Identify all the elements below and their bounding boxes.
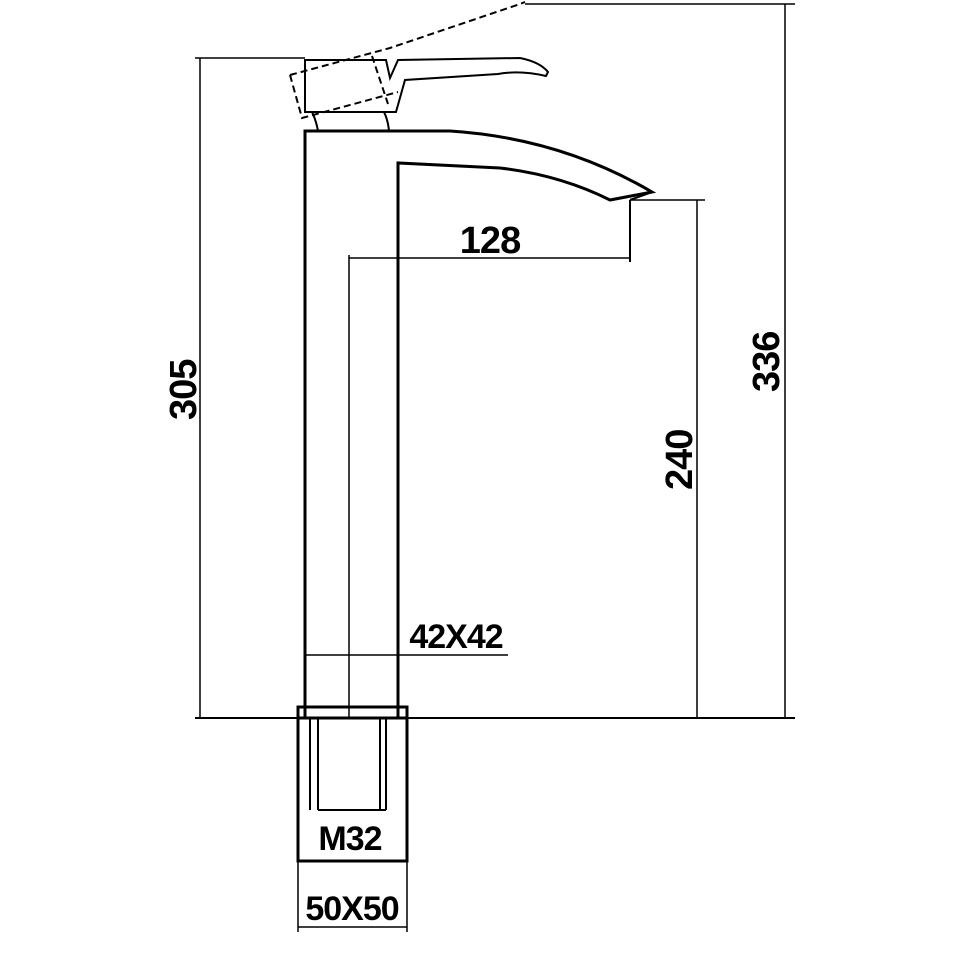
dimension-336-label: 336 — [746, 332, 788, 392]
dimension-305: 305 — [163, 57, 305, 718]
dimension-336: 336 — [525, 3, 795, 718]
dimension-128-label: 128 — [460, 220, 520, 262]
faucet-handle — [304, 56, 550, 132]
dimension-240-label: 240 — [659, 430, 701, 490]
dimension-50x50: 50X50 — [297, 861, 408, 932]
dimension-128: 128 — [348, 220, 630, 718]
dimension-m32-label: M32 — [318, 820, 381, 858]
dimension-50x50-label: 50X50 — [305, 890, 398, 928]
dimension-42x42-label: 42X42 — [409, 618, 502, 656]
dimension-240: 240 — [630, 199, 705, 718]
dimension-305-label: 305 — [163, 359, 205, 420]
faucet-body — [303, 129, 657, 718]
dimension-42x42: 42X42 — [305, 618, 508, 656]
dimension-m32: M32 — [318, 820, 382, 858]
faucet-handle-raised-outline — [289, 1, 526, 120]
